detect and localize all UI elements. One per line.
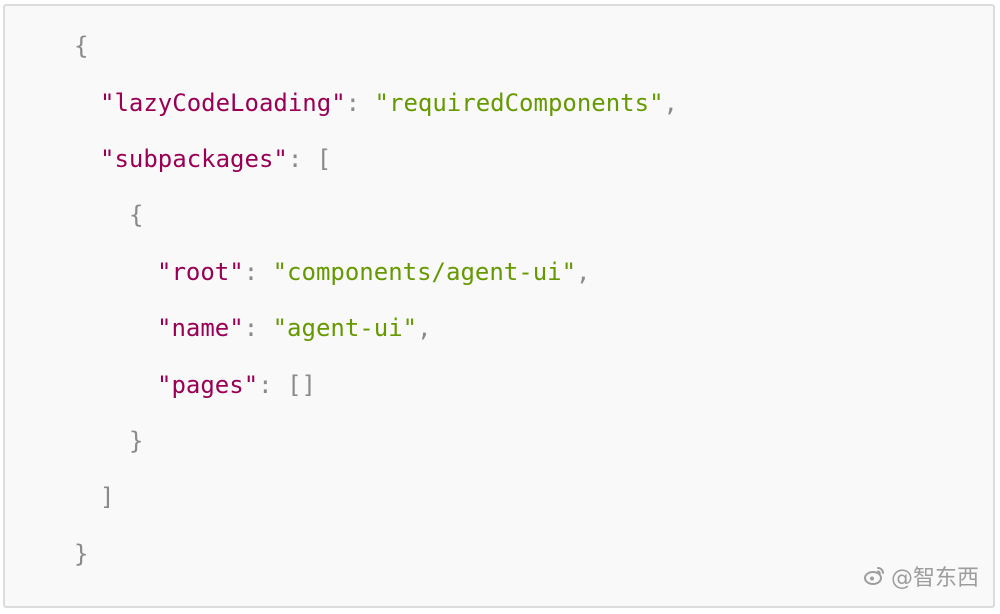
colon: : (287, 145, 317, 173)
comma: , (417, 314, 432, 342)
colon: : (243, 314, 273, 342)
watermark: @智东西 (863, 560, 979, 592)
json-key: "root" (157, 258, 244, 286)
code-line-10: } (74, 539, 88, 569)
bracket-open: [ (316, 145, 332, 173)
json-key: "pages" (157, 371, 259, 399)
code-line-9: ] (100, 482, 114, 512)
bracket-close: ] (100, 483, 115, 511)
brace-close: } (129, 427, 144, 455)
code-line-6: "name": "agent-ui", (157, 313, 432, 343)
json-string-value: "components/agent-ui" (272, 258, 577, 286)
colon: : (243, 258, 273, 286)
brace-open: { (74, 32, 89, 60)
weibo-icon (863, 567, 884, 585)
comma: , (576, 258, 591, 286)
colon: : (258, 371, 288, 399)
colon: : (345, 89, 375, 117)
code-line-7: "pages": [] (157, 370, 316, 400)
code-block: { "lazyCodeLoading": "requiredComponents… (3, 4, 995, 608)
code-line-4: { (129, 200, 143, 230)
code-line-3: "subpackages": [ (100, 144, 331, 174)
json-key: "subpackages" (100, 145, 288, 173)
empty-array: [] (287, 371, 316, 399)
json-string-value: "agent-ui" (272, 314, 418, 342)
code-line-1: { (74, 31, 88, 61)
brace-open: { (129, 201, 144, 229)
json-key: "name" (157, 314, 244, 342)
json-key: "lazyCodeLoading" (100, 89, 346, 117)
comma: , (663, 89, 678, 117)
code-line-2: "lazyCodeLoading": "requiredComponents", (100, 88, 678, 118)
code-line-8: } (129, 426, 143, 456)
watermark-text: @智东西 (890, 566, 979, 591)
json-code: { "lazyCodeLoading": "requiredComponents… (5, 6, 993, 606)
brace-close: } (74, 540, 89, 568)
json-string-value: "requiredComponents" (374, 89, 664, 117)
code-line-5: "root": "components/agent-ui", (157, 257, 591, 287)
